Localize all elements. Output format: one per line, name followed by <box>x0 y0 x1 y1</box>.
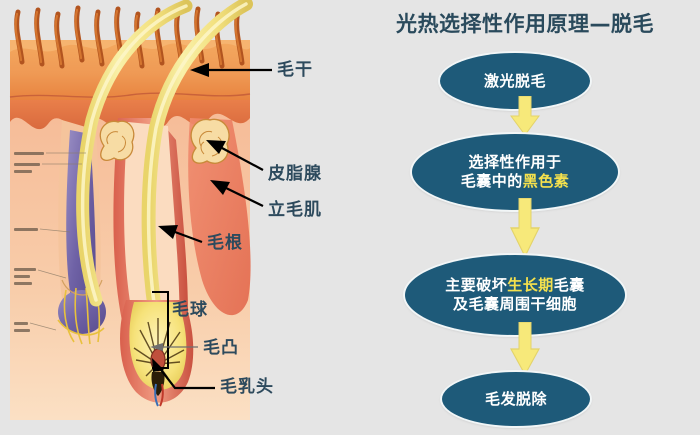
leader-hair-shaft <box>190 63 272 77</box>
leader-bulge <box>150 343 198 351</box>
flow-node-result-label: 毛发脱除 <box>484 389 547 408</box>
highlighted-hair-yellow <box>76 0 253 337</box>
flow-node-destroy-highlight: 生长期 <box>507 276 554 295</box>
label-sebaceous-gland: 皮脂腺 <box>268 164 322 184</box>
arrow-down-icon <box>510 322 540 376</box>
flow-node-destroy-pre: 主要破坏 <box>445 276 508 295</box>
hair-shafts-group <box>14 5 245 69</box>
flow-node-laser-label: 激光脱毛 <box>483 71 546 90</box>
hair-follicle-anatomy-illustration: 毛干 皮脂腺 立毛肌 毛根 毛球 毛凸 毛乳头 <box>9 0 322 420</box>
flow-node-selective-line1: 选择性作用于 <box>468 153 562 172</box>
label-hair-bulb: 毛球 <box>172 300 208 320</box>
label-hair-shaft: 毛干 <box>277 60 313 80</box>
flow-node-selective-highlight: 黑色素 <box>522 172 570 190</box>
yellow-hair-strand-1-highlight <box>80 4 188 302</box>
flow-node-destroy-post: 毛囊 <box>553 276 585 295</box>
leader-lines-group <box>150 63 272 390</box>
arrow-down-icon <box>510 96 540 136</box>
papilla-vein <box>154 383 159 407</box>
flow-node-result: 毛发脱除 <box>442 372 590 426</box>
mechanism-flowchart: 光热选择性作用原理—脱毛 激光脱毛 选择性作用于 毛囊中的黑色素 主要破坏生长期 <box>350 0 700 435</box>
anatomy-svg <box>9 0 272 420</box>
label-dermal-papilla: 毛乳头 <box>220 377 274 397</box>
sebaceous-gland-left-detail <box>106 131 126 153</box>
papilla-artery <box>159 383 164 407</box>
page-title: 光热选择性作用原理—脱毛 <box>396 12 654 36</box>
flow-node-destroy-line1: 主要破坏生长期毛囊 <box>445 276 585 295</box>
flow-node-selective: 选择性作用于 毛囊中的黑色素 <box>412 134 618 210</box>
yellow-hair-strand-2-highlight <box>146 2 248 332</box>
flow-node-destroy-line2: 及毛囊周围干细胞 <box>452 295 577 313</box>
arrector-pili-muscle <box>188 118 251 316</box>
flow-node-destroy: 主要破坏生长期毛囊 及毛囊周围干细胞 <box>405 255 625 335</box>
dermis-boundary-line <box>9 92 251 98</box>
leader-dermal-papilla <box>152 358 215 390</box>
sebaceous-gland-left <box>99 120 135 161</box>
micro-captions-group <box>14 152 86 332</box>
left-bulb-outline <box>61 279 103 296</box>
label-bulge: 毛凸 <box>203 338 239 358</box>
leader-sebaceous-gland <box>206 140 264 171</box>
flow-node-selective-line2: 毛囊中的黑色素 <box>461 172 570 191</box>
leader-arrector-pili <box>210 180 264 207</box>
arrow-down-icon <box>510 198 540 258</box>
label-arrector-pili: 立毛肌 <box>268 200 322 220</box>
flow-node-selective-line2-text: 毛囊中的 <box>460 172 523 190</box>
label-hair-root: 毛根 <box>207 233 243 253</box>
flow-node-laser: 激光脱毛 <box>440 53 590 109</box>
leader-hair-root <box>158 225 203 244</box>
